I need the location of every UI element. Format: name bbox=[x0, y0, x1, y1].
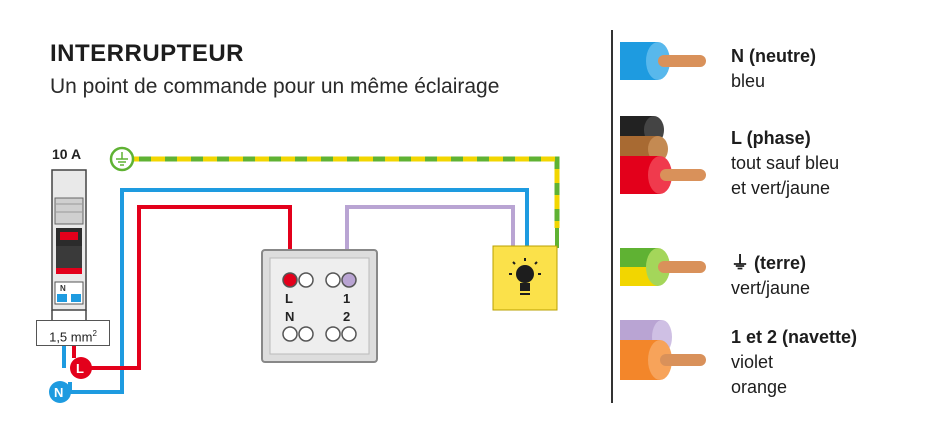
lamp-bulb-icon bbox=[492, 245, 558, 311]
phase-wire bbox=[86, 205, 292, 370]
switch-label-n: N bbox=[285, 309, 294, 324]
switch-label-2: 2 bbox=[343, 309, 350, 324]
neutral-terminal bbox=[49, 381, 71, 403]
legend-traveler-title: 1 et 2 (navette) bbox=[731, 327, 858, 347]
earth-terminal bbox=[109, 146, 135, 172]
cable-section-value: 1,5 mm bbox=[49, 329, 93, 345]
legend-traveler-line-1: violet bbox=[731, 352, 774, 372]
legend-neutral-title: N (neutre) bbox=[731, 46, 816, 66]
legend-traveler-line-2: orange bbox=[731, 377, 788, 397]
cable-earth-icon bbox=[620, 248, 706, 286]
traveler-wire bbox=[345, 205, 515, 280]
breaker-rating: 10 A bbox=[52, 146, 82, 162]
legend-earth-title: ⏚ (terre) bbox=[731, 253, 807, 273]
cable-traveler-icon bbox=[620, 320, 706, 380]
legend-earth-line-1: vert/jaune bbox=[731, 278, 811, 298]
cable-section-exponent: 2 bbox=[92, 329, 97, 338]
switch-label-1: 1 bbox=[343, 291, 350, 306]
legend-phase-line-2: et vert/jaune bbox=[731, 178, 831, 198]
earth-wire bbox=[125, 156, 560, 228]
cable-phase-icon bbox=[620, 116, 706, 194]
legend-phase-title: L (phase) bbox=[731, 128, 811, 148]
legend-neutral: N (neutre) bleu bbox=[731, 44, 816, 94]
phase-terminal bbox=[70, 357, 92, 379]
legend-phase: L (phase) tout sauf bleu et vert/jaune bbox=[731, 126, 839, 201]
cable-section-label: 1,5 mm2 bbox=[36, 320, 110, 346]
legend-earth: ⏚ (terre) vert/jaune bbox=[731, 251, 810, 301]
legend-neutral-line-1: bleu bbox=[731, 71, 766, 91]
legend-phase-line-1: tout sauf bleu bbox=[731, 153, 840, 173]
switch-label-l: L bbox=[285, 291, 293, 306]
cable-neutral-icon bbox=[620, 42, 706, 80]
switch bbox=[261, 249, 378, 363]
breaker-terminal-n: N bbox=[60, 284, 66, 293]
circuit-breaker bbox=[51, 169, 87, 368]
page-title: INTERRUPTEUR bbox=[50, 40, 245, 67]
legend-traveler: 1 et 2 (navette) violet orange bbox=[731, 325, 857, 400]
phase-terminal-label: L bbox=[76, 361, 84, 376]
page-subtitle: Un point de commande pour un même éclair… bbox=[50, 75, 500, 98]
neutral-terminal-label: N bbox=[54, 385, 63, 400]
